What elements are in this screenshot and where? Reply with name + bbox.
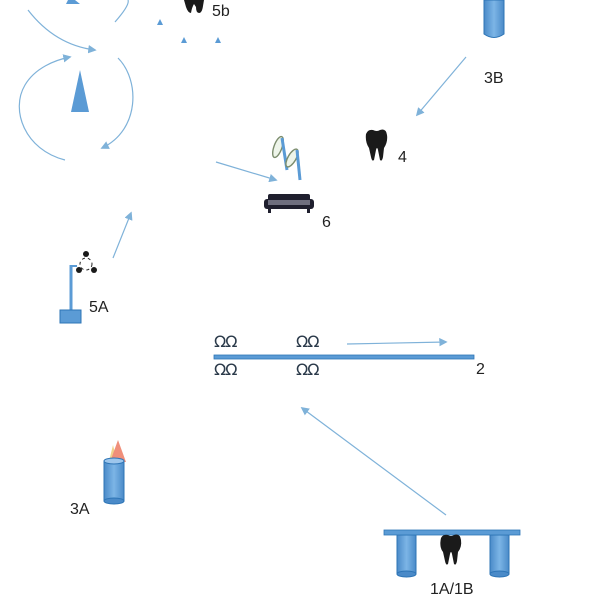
tooth-icon [440,534,462,565]
cylinder-icon [396,534,510,578]
magnet-glyph: ΩΩ [296,332,319,351]
rotation-circle-top [27,0,129,54]
label-3b: 3B [484,70,504,87]
lamp-icon [59,251,97,324]
label-4: 4 [398,149,407,166]
arrow-3b-to-4 [415,56,467,117]
tooth-icon [365,129,388,161]
label-5b: 5b [212,3,230,20]
label-6: 6 [322,214,331,231]
bar-icon [213,354,475,360]
label-1a1b: 1A/1B [430,581,474,598]
tooth-icon [184,0,204,13]
arrow-bar-2 [346,337,448,347]
magnet-glyph: ΩΩ [214,360,237,379]
bar-icon [383,529,521,536]
magnet-glyph: ΩΩ [296,360,319,379]
label-5a: 5A [89,299,109,316]
mirror-icon [271,135,302,181]
sofa-icon [264,194,314,213]
cone-icon [71,70,89,112]
particle-markers [157,19,221,43]
arrow-1a1b [300,406,447,516]
cylinder-icon [103,440,126,505]
label-3a: 3A [70,501,90,518]
label-2: 2 [476,361,485,378]
arrow-to-6 [215,161,278,183]
arrow-5a [112,211,133,259]
cone-icon [66,0,80,4]
rotation-circle-middle [18,54,134,161]
cylinder-icon [483,0,505,38]
magnet-glyph: ΩΩ [214,332,237,351]
